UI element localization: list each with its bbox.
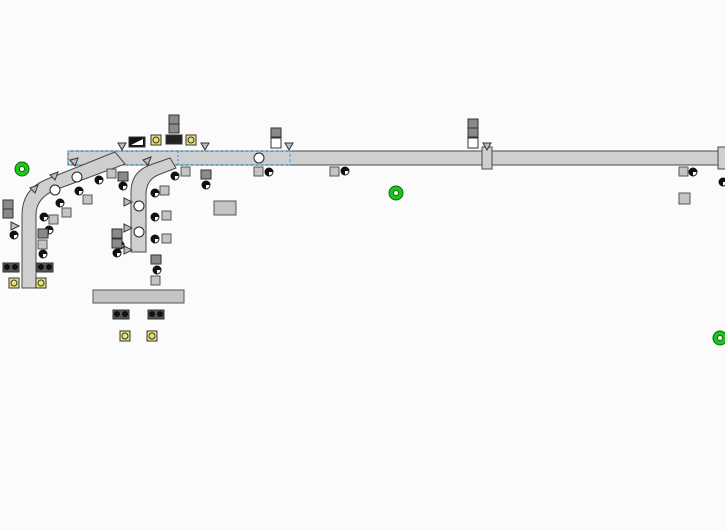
- half-filled-circle-icon[interactable]: [170, 171, 180, 181]
- camera-icon: [712, 330, 725, 346]
- half-filled-circle-icon[interactable]: [150, 188, 160, 198]
- device-box-icon: [37, 239, 48, 250]
- device-box-icon: [467, 127, 479, 138]
- triangle-marker-icon: [49, 171, 59, 181]
- device-box-icon: [48, 214, 59, 225]
- triangle-marker-icon: [117, 142, 127, 152]
- device-panel: [213, 200, 237, 216]
- diverter-markers: [10, 142, 492, 255]
- status-light-icon: [35, 277, 47, 289]
- triangle-marker-icon: [69, 157, 79, 167]
- device-box-icon: [61, 207, 72, 218]
- motor-icon[interactable]: [133, 226, 145, 238]
- device-box-icon: [168, 114, 180, 125]
- half-filled-circle-icon[interactable]: [340, 166, 350, 176]
- device-box-icon: [200, 169, 212, 180]
- half-filled-circle-icon[interactable]: [201, 180, 211, 190]
- device-box-icon: [165, 134, 183, 145]
- motor-icon[interactable]: [133, 200, 145, 212]
- status-lights[interactable]: [8, 134, 197, 342]
- device-box-icon: [270, 137, 282, 149]
- half-filled-circle-icon[interactable]: [112, 248, 122, 258]
- triangle-marker-icon: [200, 142, 210, 152]
- camera-indicators[interactable]: [14, 161, 725, 346]
- center-curve-conveyor[interactable]: [130, 157, 177, 253]
- half-filled-circle-icon[interactable]: [152, 265, 162, 275]
- device-box-icon: [150, 275, 161, 286]
- triangle-marker-icon: [142, 156, 152, 166]
- device-box-icon: [253, 166, 264, 177]
- device-box-icon: [159, 185, 170, 196]
- half-filled-circle-icon[interactable]: [688, 167, 698, 177]
- main-conveyor[interactable]: [67, 146, 725, 170]
- half-filled-circle-icon[interactable]: [150, 212, 160, 222]
- half-filled-circle-icon[interactable]: [55, 198, 65, 208]
- status-light-icon: [119, 330, 131, 342]
- device-panel: [92, 289, 185, 304]
- device-box-icon: [180, 166, 191, 177]
- device-box-icon: [2, 208, 14, 219]
- device-box-icon: [82, 194, 93, 205]
- triangle-marker-icon: [284, 142, 294, 152]
- device-box-icon: [467, 137, 479, 149]
- status-light-icon: [150, 134, 162, 146]
- triangle-marker-icon: [123, 197, 134, 207]
- device-box-icon: [161, 210, 172, 221]
- half-filled-circle-icon[interactable]: [264, 167, 274, 177]
- device-box-icon: [2, 262, 20, 273]
- device-box-icon: [678, 192, 691, 205]
- triangle-marker-icon: [29, 184, 39, 194]
- motor-icon[interactable]: [253, 152, 265, 164]
- half-filled-circle-icon[interactable]: [150, 234, 160, 244]
- device-box-icon: [36, 262, 54, 273]
- device-box-icon: [678, 166, 689, 177]
- camera-icon: [388, 185, 404, 201]
- triangle-marker-icon: [482, 142, 492, 152]
- status-light-icon: [185, 134, 197, 146]
- device-box-icon: [270, 127, 282, 138]
- half-filled-circle-icon[interactable]: [94, 175, 104, 185]
- motor-icon[interactable]: [71, 171, 83, 183]
- device-box-icon: [2, 199, 14, 210]
- conveyor-end: [717, 146, 725, 170]
- device-box-icon: [112, 309, 130, 320]
- half-filled-circle-icon[interactable]: [39, 212, 49, 222]
- device-box-icon: [168, 123, 180, 134]
- left-curve-conveyor[interactable]: [21, 151, 126, 289]
- device-box-icon: [467, 118, 479, 129]
- device-box-icon: [111, 238, 123, 249]
- half-filled-circle-icon[interactable]: [718, 177, 725, 187]
- device-box-icon: [329, 166, 340, 177]
- device-box-icon: [106, 168, 117, 179]
- selection-box: [67, 150, 291, 166]
- triangle-marker-icon: [123, 223, 134, 233]
- device-box-icon: [111, 228, 123, 239]
- device-box-icon: [161, 233, 172, 244]
- half-filled-circle-icon[interactable]: [38, 249, 48, 259]
- device-box-icon: [117, 171, 129, 182]
- device-box-icon: [147, 309, 165, 320]
- motor-icon[interactable]: [49, 184, 61, 196]
- triangle-marker-icon: [123, 245, 134, 255]
- half-filled-circle-icon[interactable]: [74, 186, 84, 196]
- sensor-group[interactable]: [9, 138, 725, 275]
- status-light-icon: [8, 277, 20, 289]
- device-stacks[interactable]: [2, 114, 479, 320]
- light-devices[interactable]: [37, 166, 691, 304]
- status-light-icon: [146, 330, 158, 342]
- triangle-marker-icon: [10, 221, 21, 231]
- half-filled-circle-icon[interactable]: [118, 181, 128, 191]
- device-box-icon: [37, 228, 49, 239]
- device-box-icon: [131, 139, 143, 145]
- half-filled-circle-icon[interactable]: [9, 230, 19, 240]
- device-box-icon: [150, 254, 162, 265]
- camera-icon: [14, 161, 30, 177]
